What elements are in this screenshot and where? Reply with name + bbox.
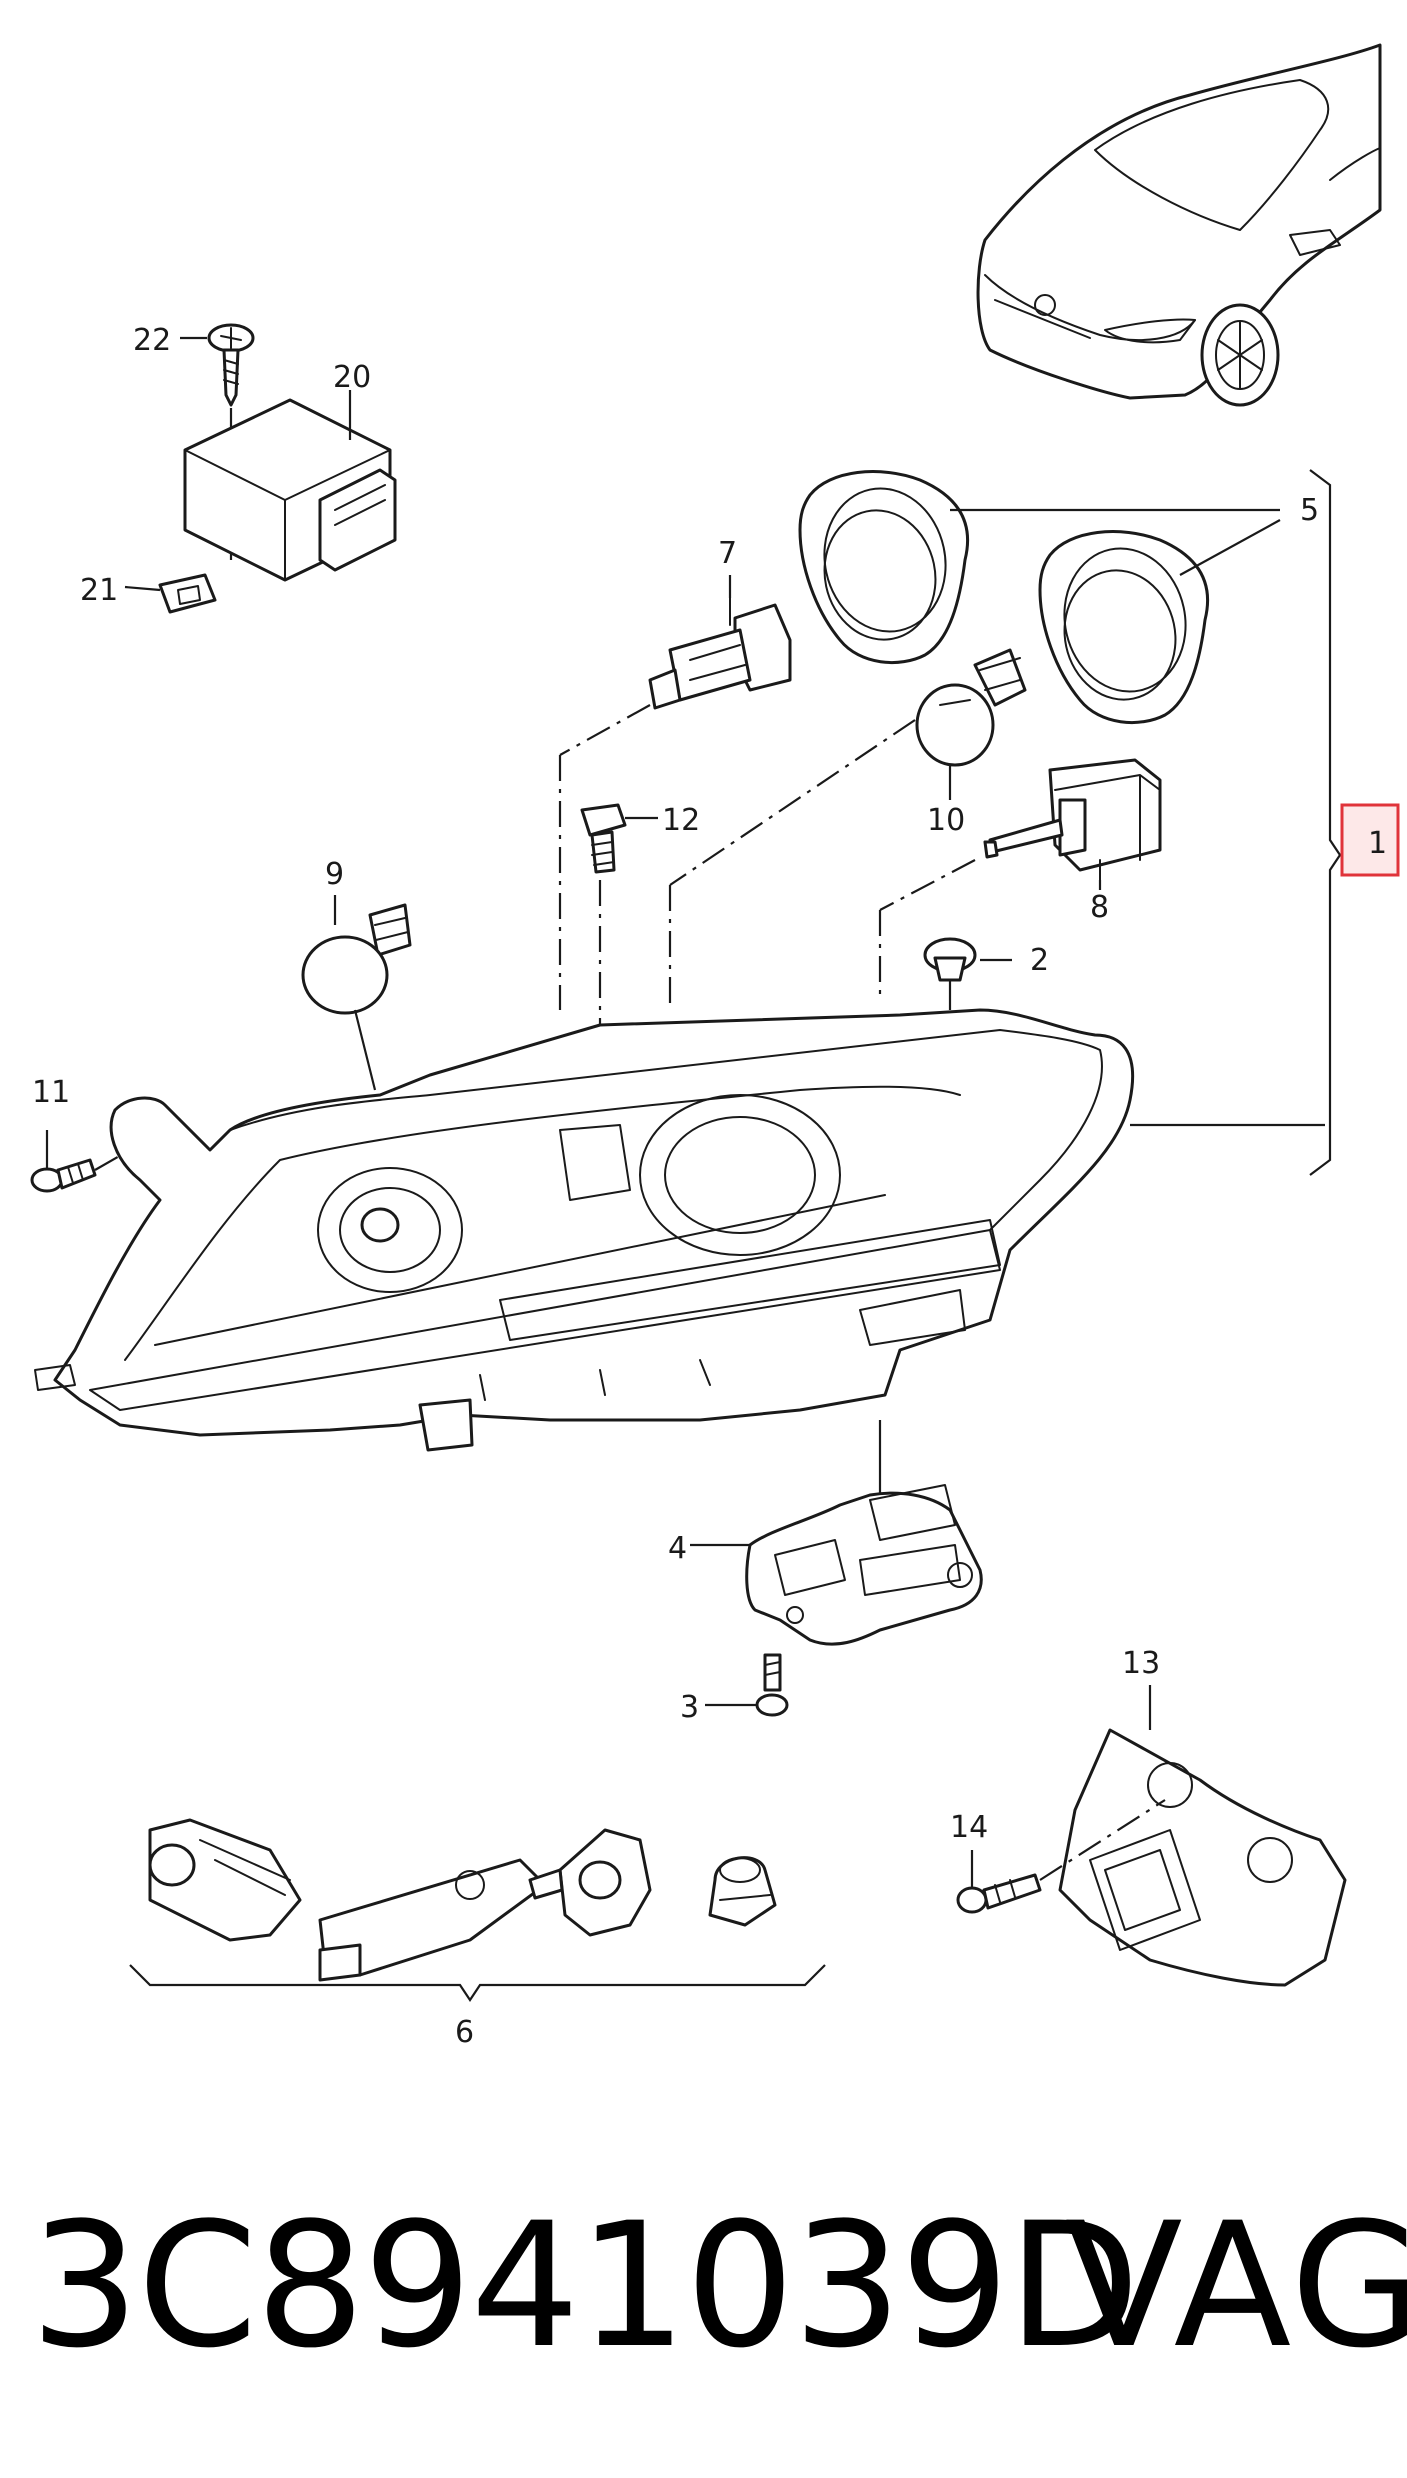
callout-20: 20 — [333, 360, 371, 395]
bracket-part-4 — [745, 1484, 983, 1646]
callout-2: 2 — [1030, 943, 1049, 978]
xenon-bulb-part-8 — [983, 758, 1162, 881]
callout-5: 5 — [1300, 493, 1319, 528]
brand-text: VAG — [1065, 2185, 1407, 2386]
callout-8: 8 — [1090, 890, 1109, 925]
callout-12: 12 — [662, 803, 700, 838]
callout-13: 13 — [1122, 1646, 1160, 1681]
retaining-ring-part-5b — [1038, 530, 1210, 725]
part-1-callout-box — [1340, 803, 1400, 877]
callout-9: 9 — [325, 857, 344, 892]
cap-part-2 — [923, 937, 977, 982]
connector-kit-part-6 — [148, 1818, 777, 1982]
screw-part-22 — [207, 323, 255, 407]
callout-21: 21 — [80, 573, 118, 608]
callout-11: 11 — [32, 1075, 70, 1110]
screw-part-11 — [30, 1158, 97, 1193]
bracket-part-13 — [1058, 1728, 1347, 1987]
bulb-part-9 — [301, 903, 412, 1015]
callout-7: 7 — [718, 536, 737, 571]
callout-10: 10 — [927, 803, 965, 838]
control-module-part-20 — [183, 398, 397, 582]
vehicle-illustration — [976, 43, 1382, 407]
h7-bulb-part-7 — [648, 594, 792, 710]
retaining-ring-part-5a — [798, 470, 970, 665]
callout-3: 3 — [680, 1690, 699, 1725]
part-number-text: 3C8941039D — [30, 2185, 1140, 2386]
screw-part-12 — [580, 803, 627, 874]
callout-6: 6 — [455, 2015, 474, 2050]
screw-part-3 — [755, 1653, 789, 1717]
screw-part-14 — [956, 1873, 1042, 1914]
callout-22: 22 — [133, 323, 171, 358]
callout-1: 1 — [1368, 826, 1387, 861]
bulb-part-10 — [915, 648, 1027, 767]
callout-14: 14 — [950, 1810, 988, 1845]
headlight-assembly — [34, 1008, 1135, 1452]
clip-part-21 — [158, 573, 217, 614]
callout-4: 4 — [668, 1531, 687, 1566]
